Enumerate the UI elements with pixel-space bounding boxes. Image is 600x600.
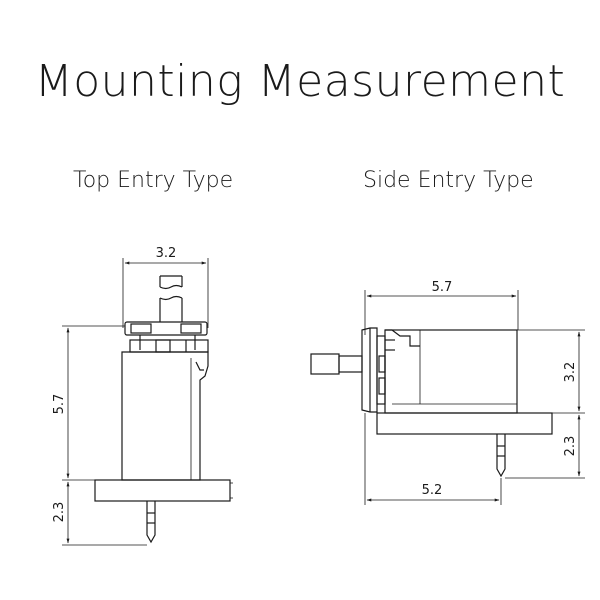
- side-base-label: 5.2: [422, 483, 443, 498]
- top-height-label: 5.7: [52, 394, 67, 415]
- side-pin: [496, 434, 506, 478]
- top-shaft: [159, 275, 183, 322]
- side-height-label: 3.2: [563, 362, 578, 383]
- side-front-flange: [361, 327, 420, 413]
- top-pin-dimension: 2.3: [52, 481, 147, 546]
- side-base-plate: [376, 412, 553, 435]
- top-cap: [124, 321, 209, 353]
- top-width-dimension: 3.2: [122, 246, 209, 328]
- side-entry-drawing: 5.7: [310, 280, 585, 505]
- side-base-dimension: 5.2: [364, 413, 502, 505]
- top-base-plate: [94, 479, 231, 502]
- side-width-label: 5.7: [432, 280, 453, 295]
- top-height-dimension: 5.7: [52, 325, 125, 481]
- top-entry-label: Top Entry Type: [73, 168, 234, 193]
- side-width-dimension: 5.7: [364, 280, 519, 335]
- top-body: [121, 351, 209, 481]
- top-entry-drawing: 3.2: [52, 246, 233, 546]
- top-width-label: 3.2: [156, 246, 177, 261]
- side-shaft: [310, 353, 363, 375]
- top-pin-label: 2.3: [52, 502, 67, 523]
- side-pin-label: 2.3: [563, 436, 578, 457]
- page-title: Mounting Measurement: [34, 56, 566, 107]
- top-pin: [146, 501, 156, 544]
- side-entry-label: Side Entry Type: [363, 168, 534, 193]
- side-body: [384, 329, 518, 414]
- side-height-dimension: 3.2: [517, 329, 585, 414]
- side-pin-dimension: 2.3: [505, 414, 585, 479]
